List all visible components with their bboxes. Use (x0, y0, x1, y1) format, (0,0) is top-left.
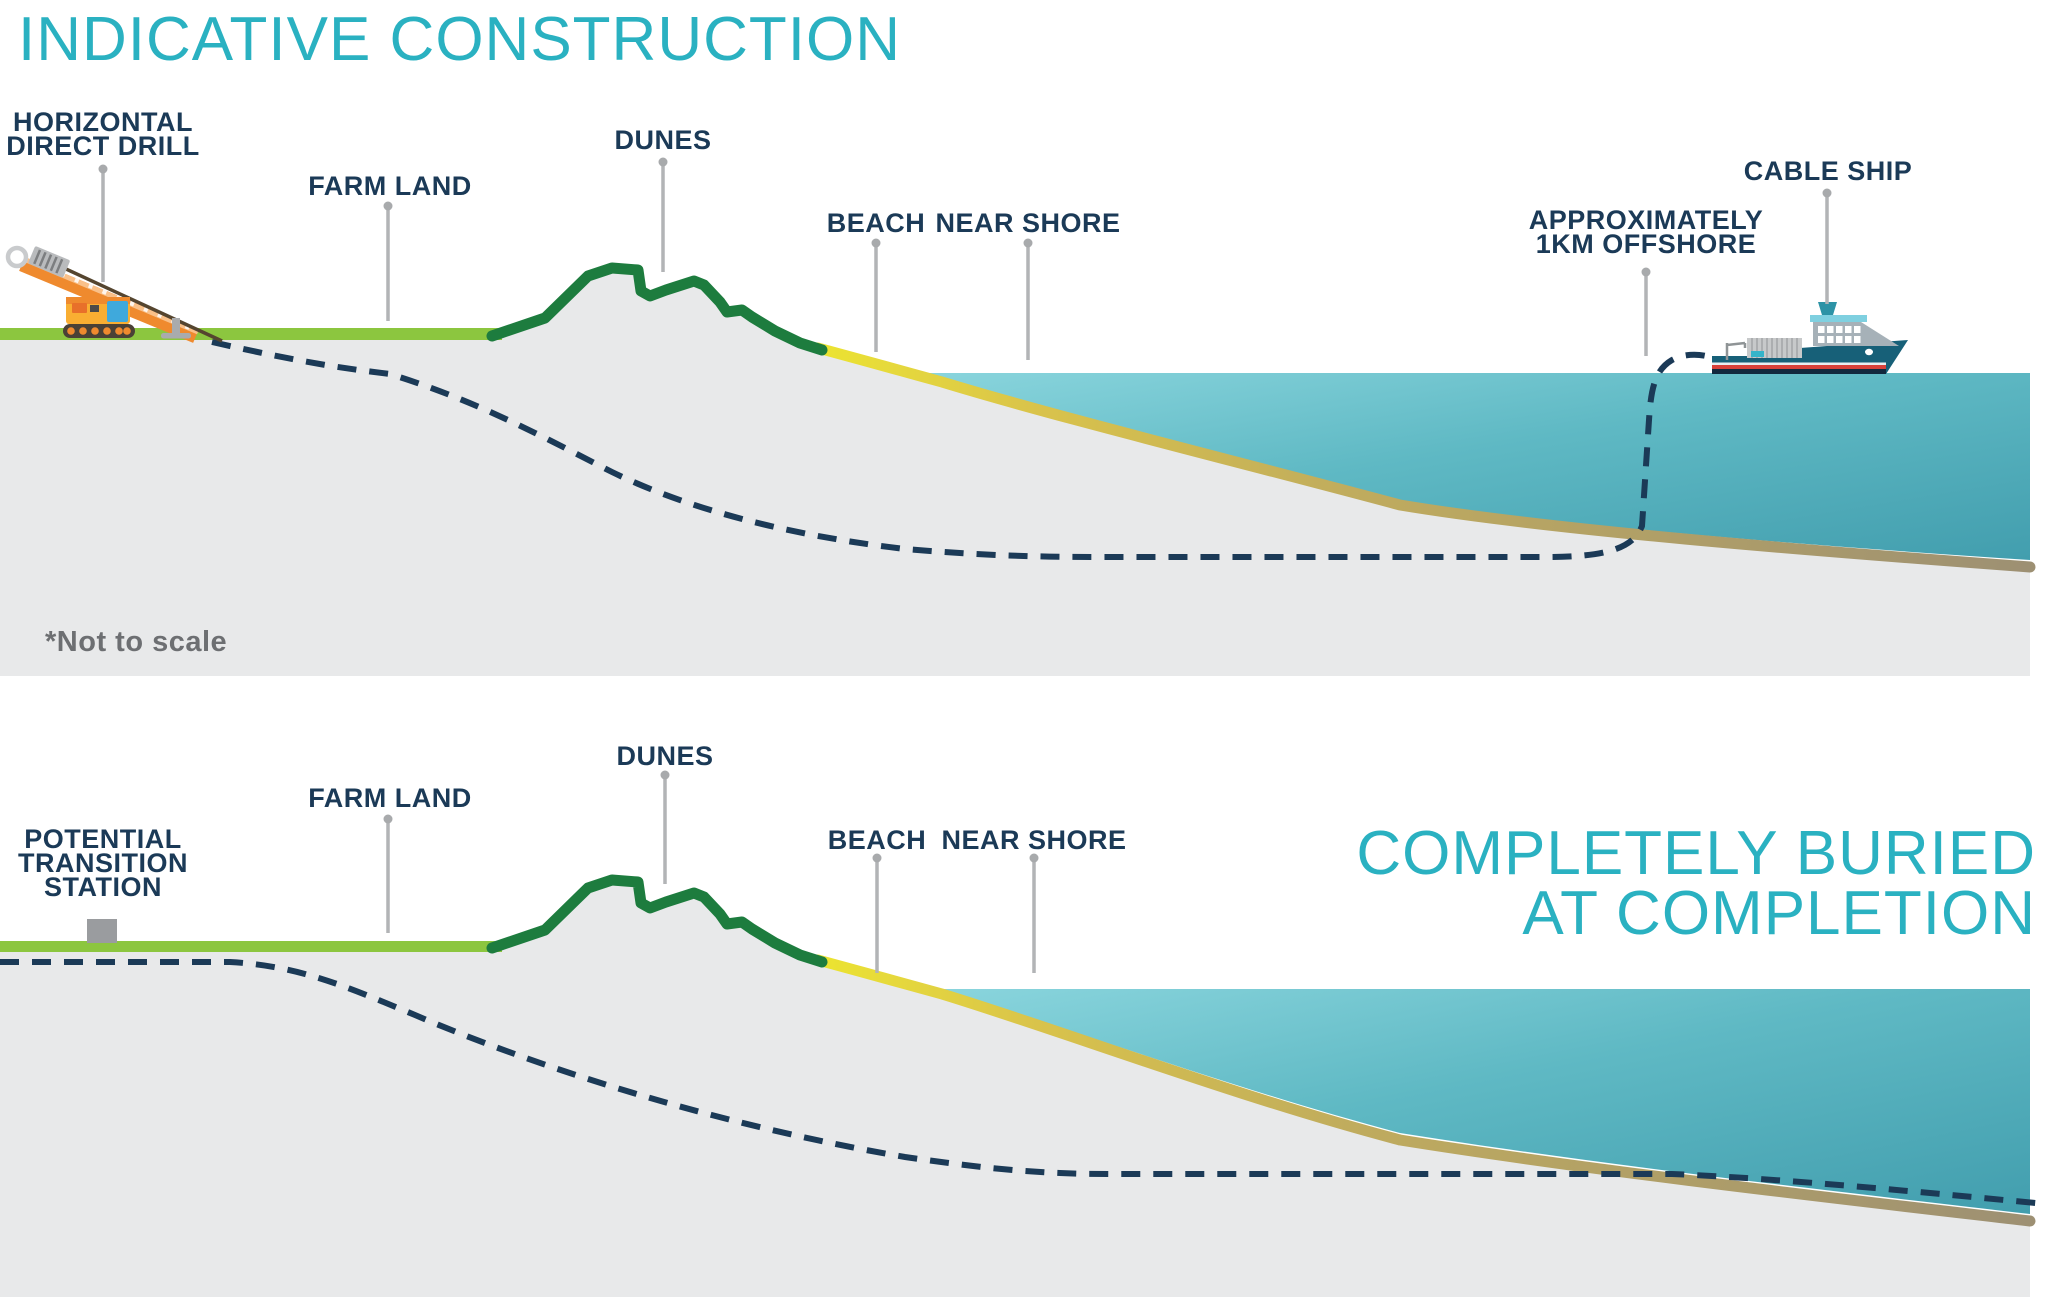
not-to-scale-note: *Not to scale (45, 626, 228, 658)
label-dunes-top: DUNES (614, 125, 712, 155)
dune-outline (486, 262, 828, 356)
transition-station-icon (87, 919, 117, 943)
top-panel (0, 157, 2036, 676)
label-farm-land-top: FARM LAND (308, 171, 472, 201)
label-offshore: APPROXIMATELY 1KM OFFSHORE (1528, 205, 1764, 259)
label-dunes-bottom: DUNES (616, 741, 714, 771)
label-cable-ship: CABLE SHIP (1743, 156, 1913, 186)
top-panel-title: INDICATIVE CONSTRUCTION (18, 5, 901, 74)
beach-and-seabed-line (812, 342, 2036, 573)
ground-cross-section (0, 880, 2030, 1297)
leader-lines-bottom (386, 778, 1036, 973)
drill-rig-icon (5, 245, 223, 343)
label-near-shore-top: NEAR SHORE (935, 208, 1121, 238)
leader-dots-bottom (383, 770, 1039, 863)
label-potential-transition-station: POTENTIAL TRANSITION STATION (18, 824, 188, 902)
buried-cable-dashed-line (0, 959, 2047, 1207)
label-horizontal-direct-drill: HORIZONTAL DIRECT DRILL (6, 107, 200, 161)
dune-outline (486, 874, 828, 968)
label-beach-bottom: BEACH (827, 825, 927, 855)
beach-and-seabed-line (812, 954, 2036, 1227)
leader-lines-top (101, 165, 1829, 360)
label-farm-land-bottom: FARM LAND (308, 783, 472, 813)
leader-dots-top (98, 157, 1832, 277)
bottom-panel (0, 770, 2047, 1297)
sea-water (908, 373, 2030, 560)
farmland-surface-strip (0, 941, 502, 952)
label-near-shore-bottom: NEAR SHORE (941, 825, 1127, 855)
ground-cross-section (0, 268, 2030, 676)
cable-ship-icon (1712, 302, 1908, 374)
sea-water (930, 989, 2030, 1214)
bottom-panel-title: COMPLETELY BURIED AT COMPLETION (1356, 819, 2036, 948)
buried-cable-dashed-line (211, 339, 1711, 560)
label-beach-top: BEACH (826, 208, 926, 238)
